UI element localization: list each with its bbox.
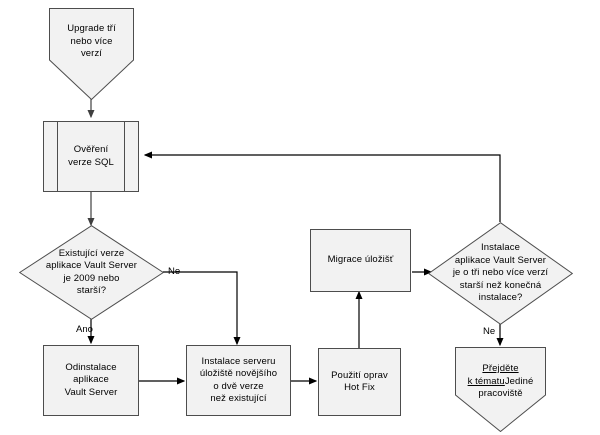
edge-label-ne-right: Ne — [483, 326, 496, 337]
node-verify-sql[interactable]: Ověření verze SQL — [43, 121, 139, 192]
node-decision-2009-label: Existující verze aplikace Vault Server j… — [45, 247, 138, 297]
diamond-shape — [19, 225, 164, 320]
pentagon-shape — [455, 347, 546, 432]
node-decision-three-versions[interactable]: Instalace aplikace Vault Server je o tři… — [428, 222, 573, 325]
predefined-process-bar-left — [57, 122, 58, 191]
node-decision-2009[interactable]: Existující verze aplikace Vault Server j… — [19, 225, 164, 320]
node-start-label: Upgrade tří nebo více verzí — [67, 23, 116, 60]
node-install-server-label: Instalace serveru úložiště novějšího o d… — [199, 355, 278, 405]
node-hotfix[interactable]: Použití oprav Hot Fix — [318, 348, 401, 416]
node-uninstall[interactable]: Odinstalace aplikace Vault Server — [43, 345, 139, 416]
predefined-process-bar-right — [124, 122, 125, 191]
pentagon-shape — [49, 8, 134, 100]
node-start[interactable]: Upgrade tří nebo více verzí — [49, 8, 134, 100]
node-goto-topic-link[interactable]: Přejděte k tématu — [467, 363, 519, 387]
node-goto-topic[interactable]: Přejděte k tématuJediné pracoviště — [455, 347, 546, 432]
node-goto-topic-rest: Jediné pracoviště — [478, 375, 534, 400]
node-install-server[interactable]: Instalace serveru úložiště novějšího o d… — [186, 345, 291, 416]
node-migration-label: Migrace úložišť — [327, 254, 394, 266]
node-hotfix-label: Použití oprav Hot Fix — [331, 369, 388, 394]
edge-label-ano-left: Ano — [76, 324, 93, 335]
node-decision-three-versions-label: Instalace aplikace Vault Server je o tři… — [452, 242, 549, 304]
node-verify-sql-label: Ověření verze SQL — [68, 144, 114, 168]
edge-decision2009-ne-to-install — [163, 271, 241, 346]
node-goto-topic-label: Přejděte k tématuJediné pracoviště — [468, 351, 534, 401]
node-migration[interactable]: Migrace úložišť — [310, 229, 411, 292]
edge-decision3-feedback-to-verify — [143, 151, 501, 222]
diamond-shape — [428, 222, 573, 325]
node-uninstall-label: Odinstalace aplikace Vault Server — [64, 361, 118, 398]
edge-label-ne-left: Ne — [168, 266, 181, 277]
